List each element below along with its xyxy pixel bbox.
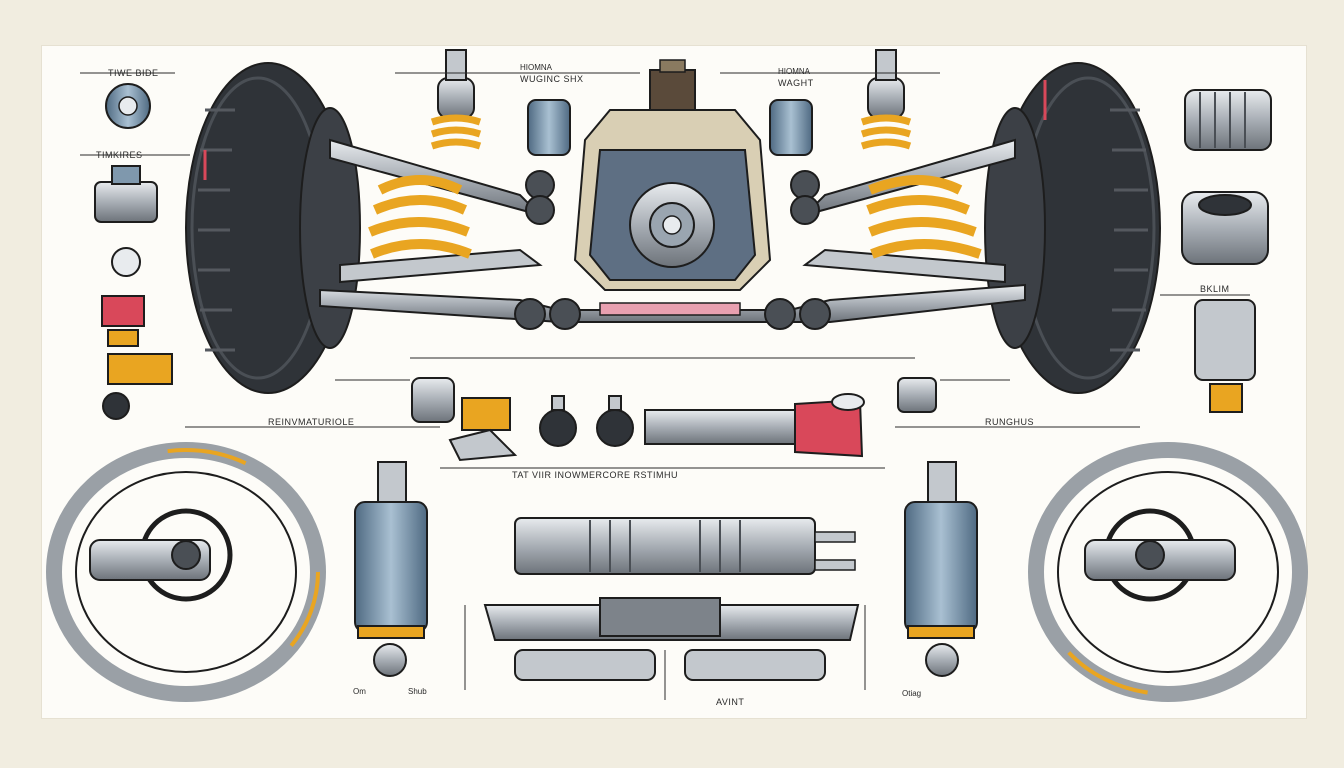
front-axle-assembly <box>185 49 1161 394</box>
sway-bar-icon <box>483 597 860 681</box>
left-brake-rotor-icon <box>46 442 326 702</box>
sensor-icon <box>101 295 173 420</box>
label-top-center: WUGINC SHX <box>520 74 584 84</box>
left-strut-icon <box>354 461 428 677</box>
left-tire-icon <box>185 62 361 394</box>
right-brake-rotor-icon <box>1028 442 1308 702</box>
bearing-housing-icon <box>1181 191 1269 265</box>
differential-icon <box>527 59 813 291</box>
cap-icon <box>897 377 937 413</box>
label-top-right-small: HIOMNA <box>778 67 811 76</box>
label-row-left: REINVMATURIOLE <box>268 417 354 427</box>
right-strut-icon <box>904 461 978 677</box>
label-top-left: TIWE BIDE <box>108 68 159 78</box>
label-bottom-right: Otiag <box>902 689 921 698</box>
label-bottom-left-b: Shub <box>408 687 427 696</box>
label-left-2: TIMKIRES <box>96 150 143 160</box>
shock-absorber-icon <box>644 393 865 458</box>
label-top-right-center: WAGHT <box>778 78 814 88</box>
bushing-icon <box>514 170 831 330</box>
right-tire-icon <box>984 62 1161 394</box>
label-mid-caption: TAT VIIR INOWMERCORE RSTIMHU <box>512 470 678 480</box>
label-bottom-center: AVINT <box>716 697 744 707</box>
bracket-icon <box>448 397 518 462</box>
cylinder-icon <box>411 377 455 423</box>
label-top-center-small: HIOMNA <box>520 63 553 72</box>
strut-mount-icon <box>105 83 151 129</box>
hub-bearing-icon <box>94 165 158 277</box>
callout-labels: TIWE BIDE TIMKIRES HIOMNA WUGINC SHX HIO… <box>96 63 1230 707</box>
label-bottom-left-a: Om <box>353 687 366 696</box>
right-parts-column <box>1181 89 1272 413</box>
left-parts-column <box>94 83 173 420</box>
tie-rod-icon <box>514 517 856 575</box>
left-coil-spring-icon <box>368 49 482 259</box>
middle-parts-row <box>411 377 937 462</box>
ball-joint-icon <box>539 395 634 447</box>
label-row-right: RUNGHUS <box>985 417 1034 427</box>
motor-icon <box>1184 89 1272 151</box>
knuckle-icon <box>1194 299 1256 413</box>
right-coil-spring-icon <box>860 49 982 259</box>
label-right-1: BKLIM <box>1200 284 1230 294</box>
leader-lines <box>80 72 1250 700</box>
